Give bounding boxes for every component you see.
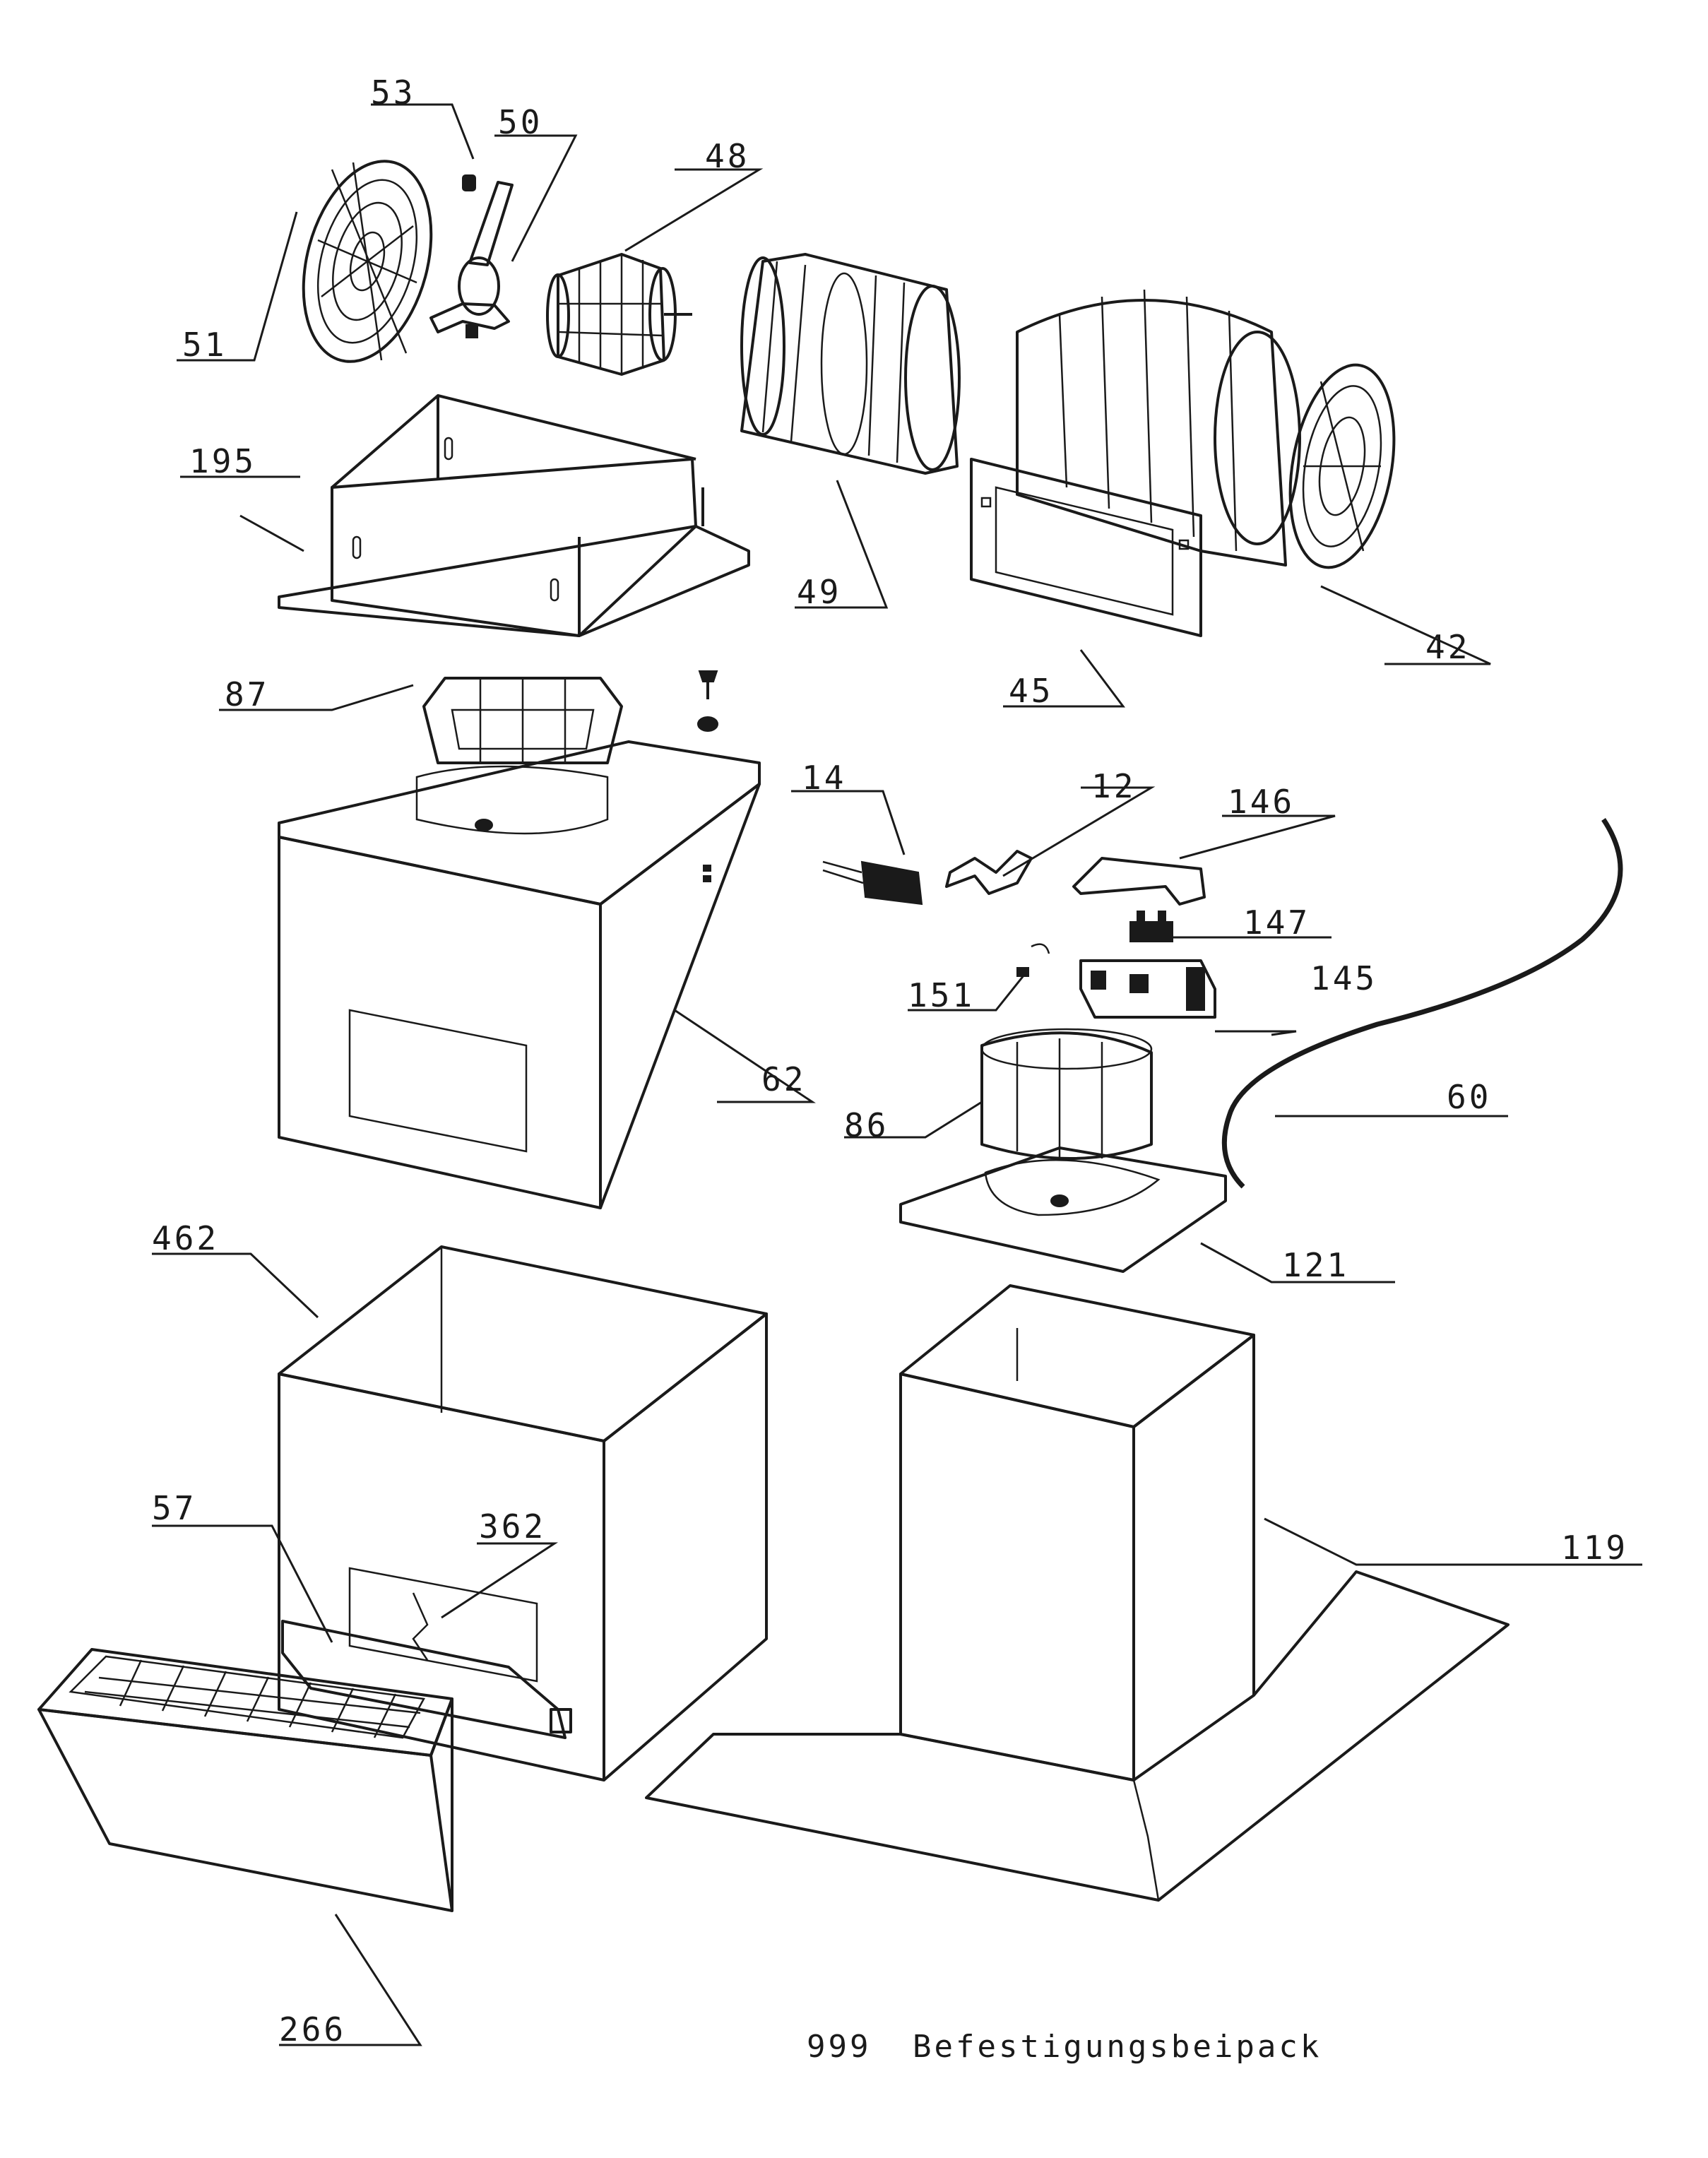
label-49: 49	[797, 573, 842, 611]
label-12: 12	[1091, 767, 1137, 805]
part-49-fan-wheel	[740, 253, 961, 475]
part-42-fan-plate	[1288, 363, 1396, 569]
part-119-hood	[645, 1284, 1510, 1902]
part-switch	[550, 1708, 572, 1733]
part-50-motor-bracket	[429, 181, 514, 338]
part-147-connector	[1129, 911, 1173, 942]
part-151-clip	[1016, 943, 1050, 977]
part-45-flange	[970, 458, 1202, 637]
label-57: 57	[152, 1489, 197, 1527]
label-48: 48	[705, 137, 750, 175]
part-195-tray	[278, 394, 750, 637]
label-462: 462	[152, 1219, 220, 1257]
part-14-capacitor	[822, 860, 923, 906]
part-87-collar	[422, 677, 623, 764]
part-62-box	[278, 740, 761, 1209]
label-147: 147	[1243, 903, 1311, 942]
label-60: 60	[1447, 1078, 1492, 1116]
part-57-plate	[281, 1620, 567, 1739]
part-60-cable	[1221, 818, 1623, 1189]
part-housing-scroll	[1016, 289, 1301, 567]
part-screw-pair	[697, 670, 718, 882]
label-45: 45	[1009, 672, 1054, 710]
label-14: 14	[802, 759, 847, 797]
label-87: 87	[225, 675, 270, 713]
label-53: 53	[371, 73, 416, 112]
label-266: 266	[279, 2010, 347, 2049]
part-145-terminal	[1079, 959, 1216, 1019]
footer-text: Befestigungsbeipack	[913, 2029, 1322, 2065]
label-151: 151	[908, 976, 975, 1014]
part-51-fan-plate	[302, 160, 433, 363]
label-145: 145	[1310, 959, 1378, 997]
part-266-filter	[37, 1648, 453, 1912]
part-12-bracket	[945, 850, 1033, 895]
label-51: 51	[182, 326, 227, 364]
label-62: 62	[761, 1060, 807, 1098]
label-42: 42	[1425, 628, 1471, 666]
part-86-collar	[980, 1028, 1153, 1160]
label-121: 121	[1282, 1246, 1350, 1284]
part-48-motor	[546, 253, 692, 376]
label-362: 362	[479, 1507, 547, 1546]
label-146: 146	[1228, 783, 1295, 821]
label-119: 119	[1561, 1529, 1629, 1567]
label-50: 50	[498, 103, 543, 141]
part-146-cover	[1072, 857, 1206, 906]
part-53-nut	[462, 174, 476, 191]
footer-code: 999	[807, 2029, 872, 2065]
leader-lines	[152, 103, 1642, 2046]
part-121-plate	[899, 1146, 1227, 1273]
label-86: 86	[844, 1106, 889, 1144]
label-195: 195	[189, 442, 257, 480]
